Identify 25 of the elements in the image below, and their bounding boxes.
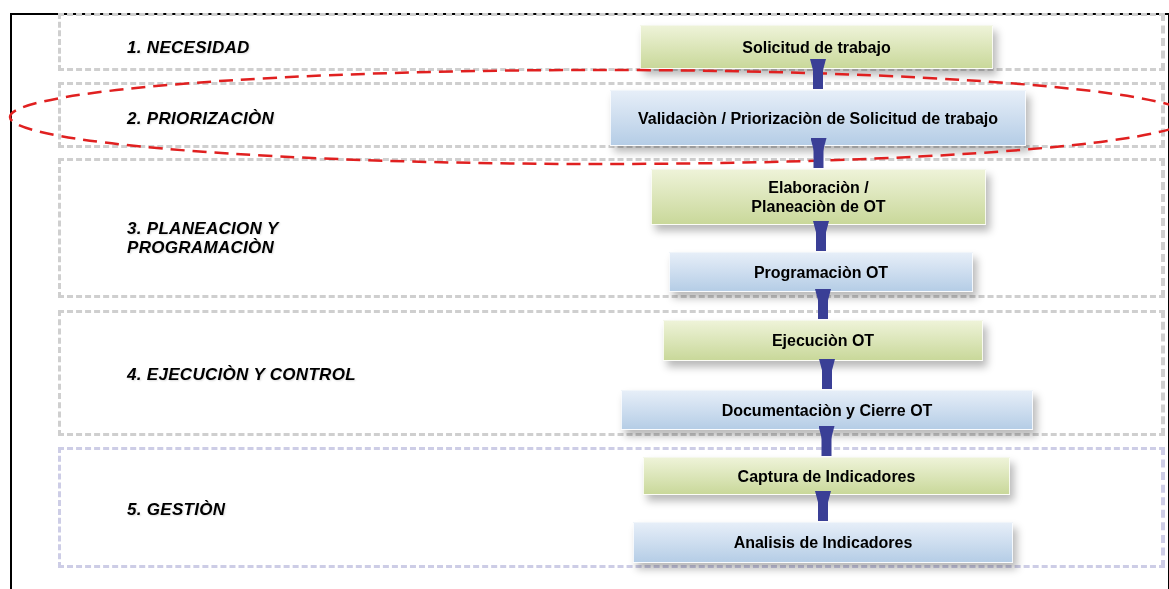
phase-label: 2. PRIORIZACIÒN [127, 109, 276, 128]
phase-label: 1. NECESIDAD [127, 38, 251, 57]
arrow [819, 359, 835, 389]
phase-band [58, 447, 1165, 568]
phase-label: 3. PLANEACION Y PROGRAMACIÒN [127, 219, 281, 257]
arrow [813, 221, 829, 251]
phase-label: 5. GESTIÒN [127, 500, 227, 519]
phase-label: 4. EJECUCIÒN Y CONTROL [127, 365, 357, 384]
process-box: Solicitud de trabajo [640, 25, 993, 69]
process-box: Validaciòn / Priorizaciòn de Solicitud de trabajo [610, 90, 1026, 146]
arrow [810, 138, 827, 168]
process-box: Programaciòn OT [669, 252, 973, 292]
process-box: Analisis de Indicadores [633, 522, 1013, 563]
process-box: Elaboraciòn / Planeaciòn de OT [651, 169, 986, 225]
phase-band [58, 310, 1165, 436]
process-box: Captura de Indicadores [643, 457, 1010, 495]
process-box: Ejecuciòn OT [663, 320, 983, 361]
arrow [815, 491, 831, 521]
arrow [810, 59, 826, 89]
phase-band [58, 82, 1165, 148]
phase-band [58, 13, 1165, 71]
arrow [815, 289, 831, 319]
process-box: Documentaciòn y Cierre OT [621, 390, 1033, 430]
arrow [818, 426, 835, 456]
phase-band [58, 158, 1165, 298]
